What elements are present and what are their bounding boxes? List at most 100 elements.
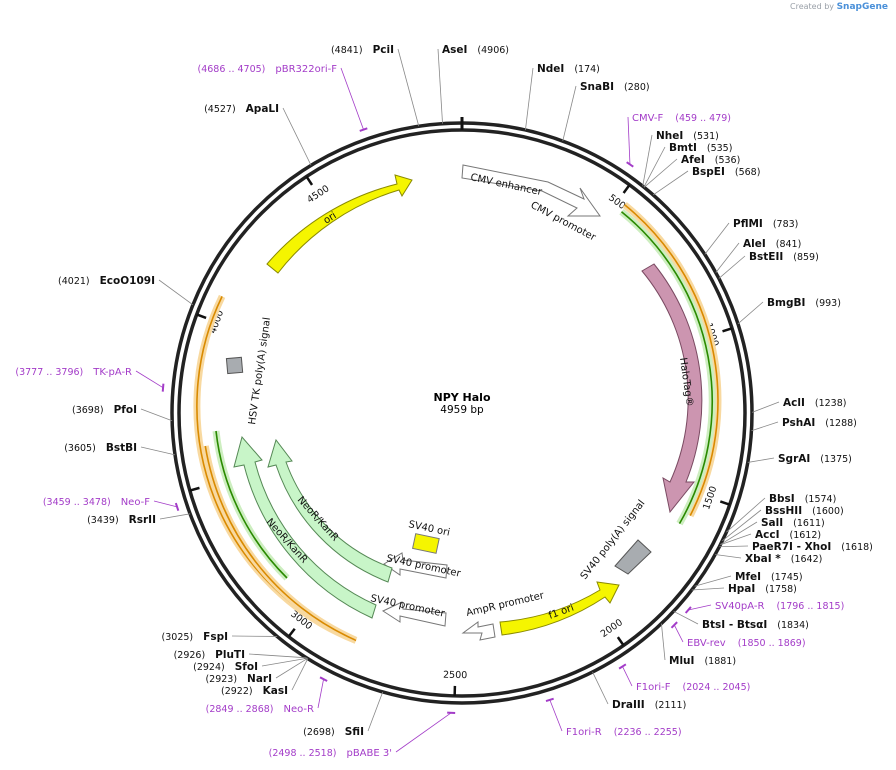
feature-sv40-ori[interactable] <box>412 533 440 554</box>
primer-neof[interactable]: (3459 .. 3478)Neo-F <box>43 497 150 508</box>
site-paer7i[interactable]: PaeR7I - XhoI(1618) <box>752 541 873 553</box>
leader-xbai <box>715 554 742 559</box>
site-afei[interactable]: AfeI(536) <box>681 154 740 166</box>
feature-neor-kanr-2[interactable] <box>233 435 377 619</box>
site-apali[interactable]: (4527)ApaLI <box>204 103 279 115</box>
snapgene-credit: Created by SnapGene <box>790 2 888 12</box>
leader-nhei <box>642 134 653 187</box>
primer-pbabe3[interactable]: (2498 .. 2518)pBABE 3' <box>269 748 392 759</box>
feature-sv40-promoter-2[interactable] <box>383 552 448 579</box>
site-bmgbi[interactable]: BmgBI(993) <box>767 297 841 309</box>
leader-draiii <box>592 671 609 705</box>
site-bstbi[interactable]: (3605)BstBI <box>64 442 137 454</box>
leader-ecoo109i <box>158 279 194 306</box>
site-sgrai[interactable]: SgrAI(1375) <box>778 453 852 465</box>
site-pflmi[interactable]: PflMI(783) <box>733 218 798 230</box>
site-bsshii[interactable]: BssHII(1600) <box>765 505 844 517</box>
site-btsi[interactable]: BtsI - BtsαI(1834) <box>702 619 809 631</box>
primer-mark-7 <box>319 676 328 682</box>
site-bmti[interactable]: BmtI(535) <box>669 142 732 154</box>
leader-sfoi <box>261 657 308 667</box>
site-nari[interactable]: (2923)NarI <box>205 673 272 685</box>
primer-sv40par[interactable]: SV40pA-R(1796 .. 1815) <box>715 601 844 612</box>
feature-f1-ori[interactable] <box>499 581 620 636</box>
feature-hsv-tk-polya[interactable] <box>225 356 244 375</box>
site-ndei[interactable]: NdeI(174) <box>537 63 600 75</box>
primer-leader-5 <box>549 699 563 732</box>
leader-pflmi <box>704 222 730 255</box>
primer-leader-9 <box>135 370 164 388</box>
site-bspei[interactable]: BspEI(568) <box>692 166 760 178</box>
leader-mfei <box>694 575 732 587</box>
label-ampr-promoter: AmpR promoter <box>465 590 546 619</box>
primer-cmvf[interactable]: CMV-F(459 .. 479) <box>632 113 731 124</box>
site-bbsi[interactable]: BbsI(1574) <box>769 493 836 505</box>
leader-snabi <box>562 85 577 142</box>
site-draiii[interactable]: DraIII(2111) <box>612 699 686 711</box>
site-ecoo109i[interactable]: (4021)EcoO109I <box>58 275 155 287</box>
leader-bsteii <box>718 255 746 279</box>
primer-f1orif[interactable]: F1ori-F(2024 .. 2045) <box>636 682 750 693</box>
primer-leader-2 <box>688 604 712 611</box>
tick-mark-4000 <box>196 313 207 320</box>
tick-mark-500 <box>622 184 631 194</box>
site-rsrii[interactable]: (3439)RsrII <box>87 514 156 526</box>
leader-afei <box>643 158 678 188</box>
site-fspi[interactable]: (3025)FspI <box>162 631 228 643</box>
feature-sv40-polya[interactable] <box>614 539 652 575</box>
site-mlui[interactable]: MluI(1881) <box>669 655 736 667</box>
feature-cmv-enhancer-promoter[interactable] <box>461 164 601 217</box>
leader-pshai <box>751 421 779 432</box>
site-acci[interactable]: AccI(1612) <box>755 529 821 541</box>
label-neor-kanr-1: NeoR/KanR <box>295 495 341 544</box>
track-halotag-green <box>620 211 714 524</box>
leader-sali <box>720 521 758 545</box>
site-pcii[interactable]: (4841)PciI <box>331 44 394 56</box>
leader-rsrii <box>159 513 191 520</box>
primer-tkpar[interactable]: (3777 .. 3796)TK-pA-R <box>15 367 132 378</box>
primer-neor[interactable]: (2849 .. 2868)Neo-R <box>206 704 314 715</box>
site-snabi[interactable]: SnaBI(280) <box>580 81 650 93</box>
site-pluti[interactable]: (2926)PluTI <box>174 649 245 661</box>
site-labels: (4841)PciI AseI(4906) NdeI(174) SnaBI(280) N… <box>58 44 873 738</box>
track-left-green <box>215 430 288 579</box>
leader-asei <box>437 48 443 124</box>
label-hsv-tk-polya: HSV TK poly(A) signal <box>247 317 273 426</box>
feature-neor-kanr-1[interactable] <box>267 438 393 583</box>
primer-ebvrev[interactable]: EBV-rev(1850 .. 1869) <box>687 638 806 649</box>
track-left-orange2 <box>204 445 356 641</box>
site-hpai[interactable]: HpaI(1758) <box>728 583 797 595</box>
leader-alei <box>715 242 740 273</box>
site-bsteii[interactable]: BstEII(859) <box>749 251 819 263</box>
tick-mark-2000 <box>616 636 625 647</box>
tick-mark-3500 <box>189 486 200 492</box>
site-sfoi[interactable]: (2924)SfoI <box>193 661 258 673</box>
feature-ori[interactable] <box>266 174 413 274</box>
feature-ampr-promoter[interactable] <box>461 621 496 641</box>
feature-halotag[interactable] <box>641 263 703 514</box>
primer-f1orir[interactable]: F1ori-R(2236 .. 2255) <box>566 727 682 738</box>
site-alei[interactable]: AleI(841) <box>743 238 801 250</box>
site-mfei[interactable]: MfeI(1745) <box>735 571 803 583</box>
tick-mark-1000 <box>722 327 733 333</box>
site-pfoi[interactable]: (3698)PfoI <box>72 404 137 416</box>
site-sali[interactable]: SalI(1611) <box>761 517 825 529</box>
leader-ndei <box>525 67 534 131</box>
site-pshai[interactable]: PshAI(1288) <box>782 417 857 429</box>
primer-pbr322orif[interactable]: (4686 .. 4705)pBR322ori-F <box>198 64 338 75</box>
primer-leader-6 <box>395 712 452 753</box>
site-sfii[interactable]: (2698)SfiI <box>303 726 364 738</box>
leader-pfoi <box>140 408 173 422</box>
leader-hpai <box>691 587 725 591</box>
site-kasi[interactable]: (2922)KasI <box>221 685 288 697</box>
leader-paer7i <box>719 545 749 548</box>
site-xbai[interactable]: XbaI *(1642) <box>745 553 822 565</box>
primer-leader-7 <box>317 679 324 709</box>
site-asei[interactable]: AseI(4906) <box>442 44 509 56</box>
leader-nari <box>275 658 308 679</box>
site-nhei[interactable]: NheI(531) <box>656 130 719 142</box>
leader-acci <box>720 533 752 546</box>
feature-sv40-promoter-1[interactable] <box>381 601 447 627</box>
site-acli[interactable]: AclI(1238) <box>783 397 846 409</box>
